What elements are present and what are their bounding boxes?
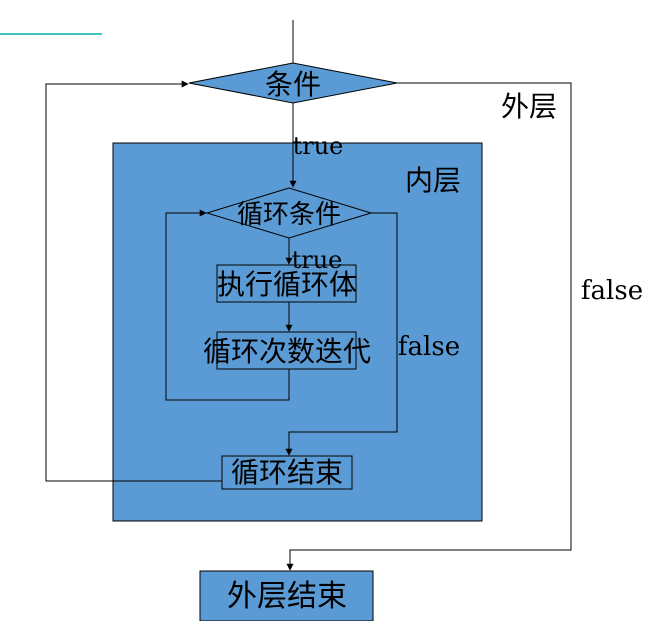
- outer-end-label: 外层结束: [227, 579, 347, 614]
- outer-layer-label: 外层: [501, 90, 557, 123]
- iterate-box: [216, 331, 357, 370]
- inner-condition-label: 循环条件: [237, 200, 341, 230]
- outer-end-box: [199, 570, 374, 621]
- execute-body-label: 执行循环体: [217, 268, 357, 301]
- execute-body-box: [216, 264, 357, 303]
- loop-end-box: [221, 455, 353, 490]
- inner-layer-label: 内层: [405, 164, 461, 197]
- inner-false-label: false: [398, 332, 460, 362]
- inner-false-line: [285, 212, 398, 456]
- loop-end-label: 循环结束: [231, 456, 343, 489]
- outer-false-label: false: [581, 276, 643, 306]
- outer-condition-label: 条件: [265, 68, 321, 101]
- outer-false-line: [286, 82, 572, 571]
- outer-loop-back-line: [45, 80, 222, 482]
- iterate-label: 循环次数迭代: [203, 335, 371, 368]
- inner-true-label: true: [292, 246, 343, 274]
- inner-loop-back-line: [165, 209, 290, 401]
- outer-true-label: true: [293, 132, 344, 160]
